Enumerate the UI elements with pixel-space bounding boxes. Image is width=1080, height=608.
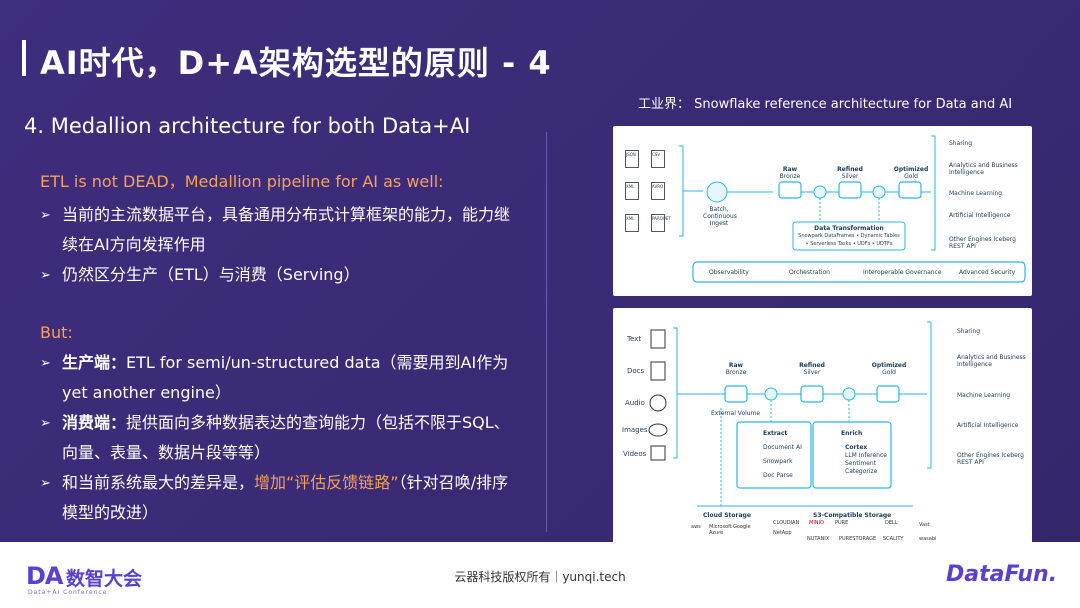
bullet-list-1: ➢ 当前的主流数据平台，具备通用分布式计算框架的能力，能力继续在AI方向发挥作用… xyxy=(40,200,520,291)
arrow-bullet-icon: ➢ xyxy=(40,356,51,371)
snowflake-architecture-diagram-1: JSON CSV XML AVRO XML PARQUET Batch, Con… xyxy=(613,126,1032,296)
ingest-label: Batch, Continuous Ingest xyxy=(703,206,737,227)
input-audio: Audio xyxy=(625,399,645,407)
arrow-bullet-icon: ➢ xyxy=(40,268,51,283)
enrich-item: Cortex xyxy=(845,444,868,451)
bullet-bold-label: 消费端： xyxy=(62,413,127,432)
bullet-bold-label: 生产端： xyxy=(62,353,127,372)
da-logo: DA xyxy=(26,562,63,590)
extract-item: Doc Parse xyxy=(763,472,793,479)
list-item: ➢ 当前的主流数据平台，具备通用分布式计算框架的能力，能力继续在AI方向发挥作用 xyxy=(40,200,520,260)
csv-file-icon: CSV xyxy=(651,150,665,168)
list-item: ➢ 消费端：提供面向多种数据表达的查询能力（包括不限于SQL、向量、表量、数据片… xyxy=(40,408,520,468)
nutanix-logo: NUTANIX xyxy=(807,536,830,542)
orchestration-label: Orchestration xyxy=(789,269,830,276)
input-videos: Videos xyxy=(623,450,647,458)
netapp-logo: NetApp xyxy=(773,530,792,536)
output-other-engines: Other Engines Iceberg REST API xyxy=(949,236,1016,250)
datafun-logo: DataFun. xyxy=(946,562,1058,587)
arrow-bullet-icon: ➢ xyxy=(40,416,51,431)
purestorage-logo: PURESTORAGE xyxy=(839,536,877,542)
input-images: Images xyxy=(622,426,648,434)
s3-storage-label: S3-Compatible Storage xyxy=(813,512,892,519)
output-ml: Machine Learning xyxy=(957,392,1011,399)
copyright-text: 云器科技版权所有｜yunqi.tech xyxy=(454,570,626,584)
dell-logo: DELL xyxy=(885,520,898,526)
enrich-title: Enrich xyxy=(841,430,863,437)
enrich-item: Categorize xyxy=(845,468,878,475)
avro-file-icon: AVRO xyxy=(651,182,665,200)
aws-logo: aws xyxy=(691,524,701,530)
page-title: AI时代，D+A架构选型的原则 - 4 xyxy=(40,44,552,82)
google-logo: Google xyxy=(733,524,751,530)
bullet-text: ETL for semi/un-structured data（需要用到AI作为… xyxy=(62,353,509,402)
page-subtitle: 4. Medallion architecture for both Data+… xyxy=(24,114,471,138)
arrow-bullet-icon: ➢ xyxy=(40,208,51,223)
bullet-text: （针对召唤/排序模型的改进） xyxy=(62,473,509,522)
xml-file-icon: XML xyxy=(625,214,639,232)
xml-file-icon: XML xyxy=(625,182,639,200)
enrich-item: Sentiment xyxy=(845,460,877,467)
diagram-1-shapes xyxy=(679,135,1026,283)
data-transformation-box: Data Transformation Snowpark DataFrames … xyxy=(798,225,900,247)
extract-item: Document AI xyxy=(763,444,802,451)
etl-statement: ETL is not DEAD，Medallion pipeline for A… xyxy=(40,172,444,191)
list-item: ➢ 仍然区分生产（ETL）与消费（Serving） xyxy=(40,260,520,291)
wasabi-logo: wasabi xyxy=(919,536,937,542)
extract-item: Snowpark xyxy=(763,458,793,465)
list-item: ➢ 生产端：ETL for semi/un-structured data（需要… xyxy=(40,348,520,408)
enrich-item: LLM Inference xyxy=(845,452,887,459)
output-analytics: Analytics and Business Intelligence xyxy=(957,354,1026,368)
slide-body: AI时代，D+A架构选型的原则 - 4 4. Medallion archite… xyxy=(0,0,1080,542)
extract-title: Extract xyxy=(763,430,788,437)
cloud-storage-label: Cloud Storage xyxy=(703,512,751,519)
output-sharing: Sharing xyxy=(957,328,981,335)
conference-name: 数智大会 xyxy=(66,568,143,590)
output-sharing: Sharing xyxy=(949,140,973,147)
vast-logo: Vast xyxy=(919,522,930,528)
footer: DA 数智大会 Data+AI Conference 云器科技版权所有｜yunq… xyxy=(0,542,1080,608)
security-label: Advanced Security xyxy=(959,269,1016,276)
column-divider xyxy=(546,132,547,532)
parquet-file-icon: PARQUET xyxy=(651,214,671,232)
bullet-text: 仍然区分生产（ETL）与消费（Serving） xyxy=(62,265,360,284)
output-ai: Artificial Intelligence xyxy=(949,212,1011,219)
but-label: But: xyxy=(40,323,73,342)
reference-caption: 工业界： Snowflake reference architecture fo… xyxy=(638,97,1013,112)
arrow-bullet-icon: ➢ xyxy=(40,476,51,491)
output-other-engines: Other Engines Iceberg REST API xyxy=(957,452,1024,466)
list-item: ➢ 和当前系统最大的差异是，增加“评估反馈链路”（针对召唤/排序模型的改进） xyxy=(40,468,520,528)
title-accent-bar xyxy=(22,40,26,76)
highlight-text: 增加“评估反馈链路” xyxy=(254,473,399,492)
diagram-2-shapes xyxy=(648,321,932,507)
external-volume-label: External Volume xyxy=(711,410,761,417)
bullet-text: 和当前系统最大的差异是， xyxy=(62,473,255,492)
governance-label: Interoperable Governance xyxy=(863,269,942,276)
conference-subtitle: Data+AI Conference xyxy=(28,589,108,596)
observability-label: Observability xyxy=(709,269,749,276)
pure-logo: PURE xyxy=(835,520,849,526)
azure-logo: Microsoft Azure xyxy=(709,524,732,536)
output-ml: Machine Learning xyxy=(949,190,1003,197)
bullet-list-2: But: ➢ 生产端：ETL for semi/un-structured da… xyxy=(40,318,520,528)
input-docs: Docs xyxy=(627,367,645,375)
bullet-text: 当前的主流数据平台，具备通用分布式计算框架的能力，能力继续在AI方向发挥作用 xyxy=(62,205,511,254)
bullet-text: 提供面向多种数据表达的查询能力（包括不限于SQL、向量、表量、数据片段等等） xyxy=(62,413,510,462)
json-file-icon: JSON xyxy=(625,150,639,168)
output-ai: Artificial Intelligence xyxy=(957,422,1019,429)
input-text: Text xyxy=(627,335,642,343)
scality-logo: SCALITY xyxy=(883,536,904,542)
cloudian-logo: CLOUDIAN xyxy=(773,520,800,526)
minio-logo: MINIO xyxy=(809,520,824,526)
output-analytics: Analytics and Business Intelligence xyxy=(949,162,1018,176)
